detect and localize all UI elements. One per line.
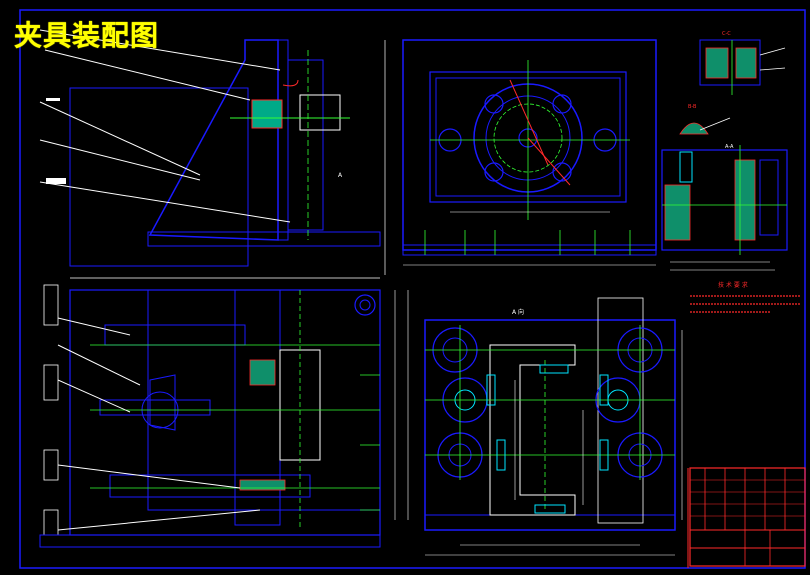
drawing-title: 夹具装配图 <box>14 19 160 52</box>
detail-aa-label: A-A <box>725 144 734 150</box>
section-a-label: A <box>338 172 343 179</box>
title-block <box>689 467 806 567</box>
drawing-frame <box>19 9 806 569</box>
top-left-view: A <box>39 29 386 279</box>
top-middle-view <box>402 39 657 266</box>
detail-views: C-C B-B A-A 技 术 要 求 <box>661 31 800 313</box>
tech-req-heading: 技 术 要 求 <box>718 281 748 289</box>
detail-bb-label: B-B <box>688 104 697 110</box>
bottom-left-view <box>39 284 409 548</box>
section-a-view-label: A 向 <box>512 308 524 316</box>
detail-cc-label: C-C <box>722 31 731 37</box>
bottom-middle-view: A 向 <box>424 297 683 556</box>
